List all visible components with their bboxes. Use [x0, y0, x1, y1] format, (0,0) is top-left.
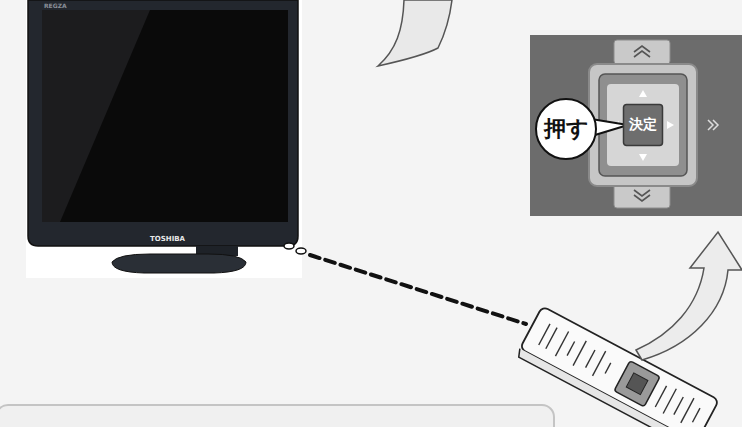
enter-button: 決定	[623, 104, 663, 146]
pointer-arrow	[378, 0, 452, 66]
node-text: 押す	[544, 114, 589, 144]
shape	[624, 105, 663, 146]
node-text: 決定	[629, 116, 657, 134]
remote-closeup	[530, 35, 742, 216]
brand-name: TOSHIBA	[150, 235, 185, 243]
brand-logo: REGZA	[44, 2, 67, 9]
shape	[536, 99, 596, 159]
callout-bubble: 押す	[535, 98, 597, 160]
ir-signal-line	[310, 255, 526, 324]
note-panel	[0, 405, 554, 427]
television	[26, 0, 306, 278]
pointer-arrow	[636, 232, 742, 360]
